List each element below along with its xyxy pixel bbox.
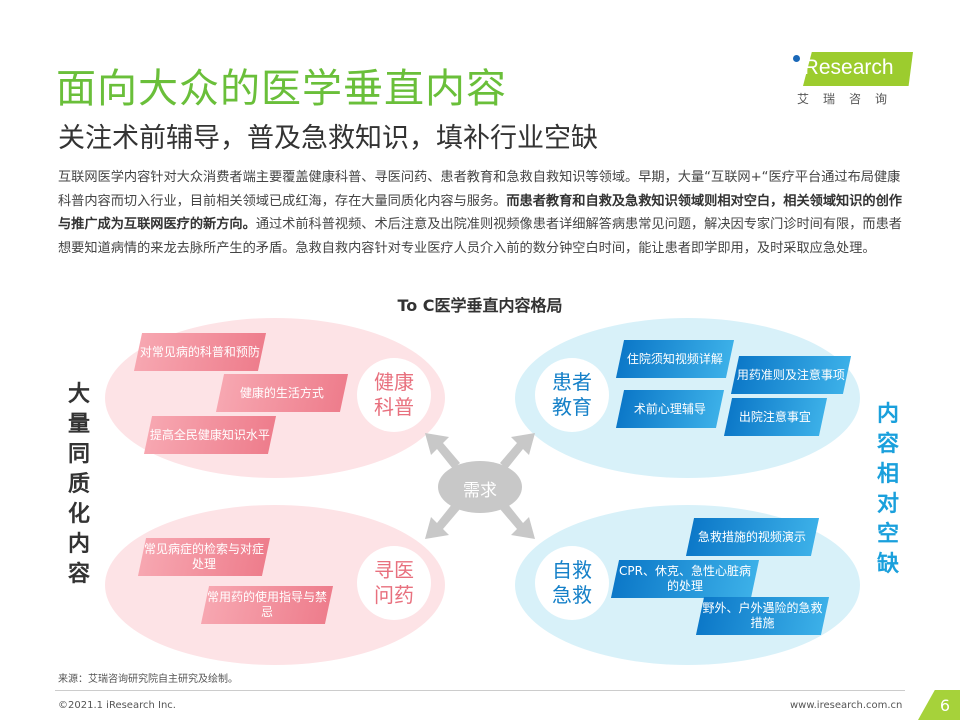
tag-label: 术前心理辅导 [633, 401, 706, 416]
tag-label: 健康的生活方式 [239, 385, 324, 400]
tag-label: 住院须知视频详解 [626, 351, 723, 366]
right-side-label: 内容相对空缺 [876, 402, 899, 577]
logo-cn: 艾瑞咨询 [797, 92, 902, 106]
tag: 对常见病的科普和预防 [133, 333, 267, 371]
tag-label: 提高全民健康知识水平 [149, 427, 270, 442]
logo-dot-icon [793, 55, 800, 62]
tag-label: 常见病症的检索与对症处理 [143, 542, 264, 571]
center-label: 需求 [463, 481, 497, 501]
body-text-2: 通过术前科普视频、术后注意及出院准则视频像患者详细解答病患常见问题，解决因专家门… [58, 217, 902, 256]
tag: 常用药的使用指导与禁忌 [200, 586, 334, 624]
left-side-label: 大量同质化内容 [67, 382, 90, 587]
body-text-bold: 而患者教育和自救及急救知识领域则相对空白，相关领域知识的创作与推广成为互联网医疗… [58, 193, 902, 233]
tag: 术前心理辅导 [615, 390, 725, 428]
tag-label: 常用药的使用指导与禁忌 [206, 590, 327, 619]
tag: 急救措施的视频演示 [685, 518, 820, 556]
health-circle: 健康科普 [357, 358, 431, 432]
iresearch-logo: iResearch 艾瑞咨询 [793, 50, 915, 110]
tag-label: CPR、休克、急性心脏病的处理 [619, 564, 751, 593]
tag: 常见病症的检索与对症处理 [137, 538, 271, 576]
tag: 健康的生活方式 [215, 374, 349, 412]
rescue-circle: 自救急救 [535, 546, 609, 620]
body-text-1: 互联网医学内容针对大众消费者端主要覆盖健康科普、寻医问药、患者教育和急救自救知识… [58, 170, 901, 209]
tag-label: 用药准则及注意事项 [736, 367, 845, 382]
page-title: 面向大众的医学垂直内容 [56, 66, 507, 112]
tag: 野外、户外遇险的急救措施 [695, 597, 830, 635]
body-paragraph: 互联网医学内容针对大众消费者端主要覆盖健康科普、寻医问药、患者教育和急救自救知识… [58, 166, 908, 260]
website-url: www.iresearch.com.cn [790, 700, 903, 711]
diagram-title: To C医学垂直内容格局 [397, 296, 563, 315]
source-note: 来源：艾瑞咨询研究院自主研究及绘制。 [58, 674, 238, 685]
copyright: ©2021.1 iResearch Inc. [58, 700, 176, 711]
footer-divider [55, 690, 905, 691]
tag: 出院注意事宜 [723, 398, 828, 436]
tag: 提高全民健康知识水平 [143, 416, 277, 454]
demand-arrows-icon [425, 433, 535, 539]
page-number: 6 [918, 690, 960, 720]
seek-circle: 寻医问药 [357, 546, 431, 620]
logo-text: iResearch [799, 56, 894, 79]
tag: CPR、休克、急性心脏病的处理 [610, 560, 760, 598]
tag-label: 出院注意事宜 [739, 409, 812, 424]
page-subtitle: 关注术前辅导，普及急救知识，填补行业空缺 [58, 123, 598, 154]
tag-label: 对常见病的科普和预防 [139, 344, 260, 359]
tag: 住院须知视频详解 [615, 340, 735, 378]
patient-circle: 患者教育 [535, 358, 609, 432]
tag-label: 野外、户外遇险的急救措施 [702, 601, 823, 630]
tag: 用药准则及注意事项 [730, 356, 852, 394]
tag-label: 急救措施的视频演示 [698, 529, 807, 544]
